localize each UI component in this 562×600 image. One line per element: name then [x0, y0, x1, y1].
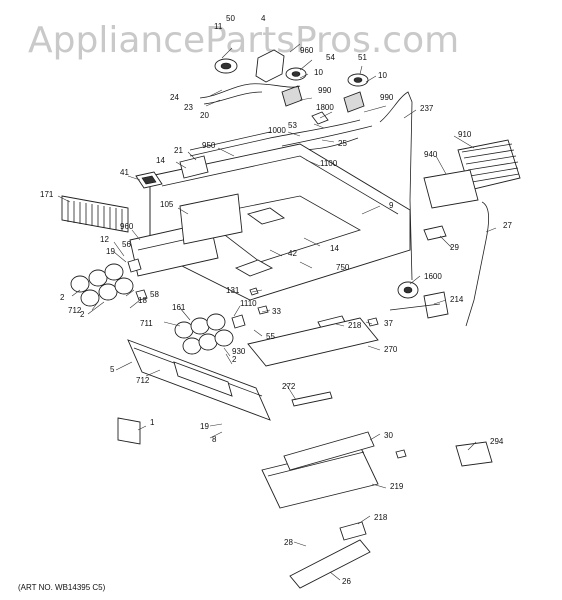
callout-label: 33	[272, 307, 281, 316]
callout-label: 54	[326, 53, 335, 62]
callout-label: 21	[174, 146, 183, 155]
art-number: (ART NO. WB14395 C5)	[18, 583, 106, 592]
callout-label: 950	[202, 141, 216, 150]
callout-label: 960	[300, 46, 314, 55]
callout-label: 26	[342, 577, 351, 586]
callout-label: 960	[120, 222, 134, 231]
callout-label: 712	[68, 306, 82, 315]
leader-lines	[57, 43, 497, 581]
callout-label: 1100	[320, 159, 338, 168]
callout-label: 42	[288, 249, 297, 258]
callout-label: 55	[266, 332, 275, 341]
callout-label: 171	[40, 190, 54, 199]
callout-labels: 50 4 11 960 54 51 10 10 990 990 24 23 20…	[40, 14, 512, 586]
callout-label: 30	[384, 431, 393, 440]
callout-label: 219	[390, 482, 404, 491]
callout-label: 8	[212, 435, 217, 444]
callout-label: 12	[100, 235, 109, 244]
callout-label: 712	[136, 376, 150, 385]
left-side-parts	[61, 155, 243, 277]
callout-label: 2	[80, 310, 85, 319]
control-area	[70, 258, 379, 421]
callout-label: 10	[378, 71, 387, 80]
callout-label: 11	[214, 22, 223, 31]
callout-label: 1	[150, 418, 155, 427]
callout-label: 990	[318, 86, 332, 95]
callout-label: 1800	[316, 103, 334, 112]
callout-label: 18	[138, 296, 147, 305]
callout-label: 27	[503, 221, 512, 230]
callout-label: 19	[200, 422, 209, 431]
callout-label: 25	[338, 139, 347, 148]
callout-label: 1110	[240, 299, 257, 308]
callout-label: 750	[336, 263, 350, 272]
callout-label: 53	[288, 121, 297, 130]
lower-pans	[117, 317, 493, 589]
callout-label: 4	[261, 14, 266, 23]
callout-label: 910	[458, 130, 472, 139]
chassis-frame	[149, 131, 411, 301]
callout-label: 161	[172, 303, 186, 312]
callout-label: 51	[358, 53, 367, 62]
callout-label: 218	[374, 513, 388, 522]
callout-label: 270	[384, 345, 398, 354]
callout-label: 50	[226, 14, 235, 23]
callout-label: 214	[450, 295, 464, 304]
watermark-text: AppliancePartsPros.com	[28, 20, 459, 61]
callout-label: 41	[120, 168, 129, 177]
callout-label: 1600	[424, 272, 442, 281]
callout-label: 930	[232, 347, 246, 356]
callout-label: 2	[60, 293, 65, 302]
callout-label: 58	[150, 290, 159, 299]
callout-label: 2	[232, 355, 237, 364]
burner-assemblies	[199, 49, 413, 281]
callout-label: 56	[122, 240, 131, 249]
callout-label: 218	[348, 321, 362, 330]
callout-label: 14	[156, 156, 165, 165]
callout-label: 131	[226, 286, 240, 295]
callout-label: 29	[450, 243, 459, 252]
callout-label: 23	[184, 103, 193, 112]
callout-label: 711	[140, 319, 153, 328]
callout-label: 294	[490, 437, 504, 446]
callout-label: 1000	[268, 126, 286, 135]
callout-label: 14	[330, 244, 339, 253]
callout-label: 105	[160, 200, 174, 209]
callout-label: 19	[106, 247, 115, 256]
callout-label: 28	[284, 538, 293, 547]
callout-label: 10	[314, 68, 323, 77]
callout-label: 20	[200, 111, 209, 120]
callout-label: 5	[110, 365, 115, 374]
callout-label: 9	[389, 201, 394, 210]
callout-label: 940	[424, 150, 438, 159]
callout-label: 272	[282, 382, 296, 391]
callout-label: 37	[384, 319, 393, 328]
callout-label: 990	[380, 93, 394, 102]
callout-label: 237	[420, 104, 434, 113]
callout-label: 24	[170, 93, 179, 102]
